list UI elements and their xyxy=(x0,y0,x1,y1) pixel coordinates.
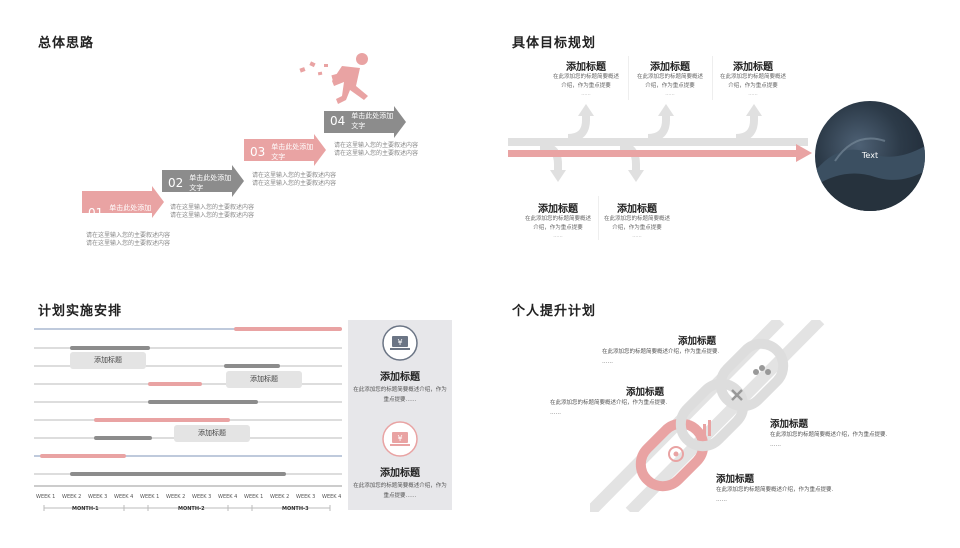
card-title: 添加标题 xyxy=(380,468,420,479)
step-desc: 请在这里输入您的主要叙述内容请在这里输入您的主要叙述内容 xyxy=(252,172,337,187)
step-desc: 请在这里输入您的主要叙述内容请在这里输入您的主要叙述内容 xyxy=(86,232,171,247)
yen-laptop-icon: ¥ xyxy=(382,421,418,457)
step-1[interactable]: 01 单击此处添加文字 xyxy=(82,202,158,224)
card-title: 添加标题 xyxy=(380,372,420,383)
month-label: MONTH-3 xyxy=(282,506,309,512)
week-label: WEEK 4 xyxy=(114,494,134,500)
card-text: 重点提要…… xyxy=(383,397,417,403)
svg-text:¥: ¥ xyxy=(397,338,402,347)
step-number: 02 xyxy=(168,176,184,190)
card-1: ¥ 添加标题 在此添加您的标题简要概述介绍，作为 重点提要…… xyxy=(348,324,452,405)
step-3[interactable]: 03 单击此处添加文字 xyxy=(244,141,320,163)
week-label: WEEK 2 xyxy=(166,494,186,500)
month-label: MONTH-1 xyxy=(72,506,99,512)
step-label: 单击此处添加文字 xyxy=(351,112,394,130)
gantt-chart xyxy=(34,327,342,511)
step-number: 03 xyxy=(250,145,266,159)
week-label: WEEK 1 xyxy=(140,494,160,500)
gantt-tag[interactable]: 添加标题 xyxy=(174,425,250,442)
goal-arrows xyxy=(508,104,812,182)
card-2: ¥ 添加标题 在此添加您的标题简要概述介绍，作为 重点提要…… xyxy=(348,420,452,501)
improvement-item-4: 添加标题 在此添加您的标题简要概述介绍，作为重点提要. …… xyxy=(716,474,834,503)
chain-links xyxy=(590,320,825,512)
goal-item-top-3: 添加标题 在此添加您的标题简要概述 介绍，作为重点提要 ...... xyxy=(719,62,786,97)
week-label: WEEK 2 xyxy=(62,494,82,500)
schedule-card-panel: ¥ 添加标题 在此添加您的标题简要概述介绍，作为 重点提要…… ¥ 添加标题 在… xyxy=(348,320,452,510)
wave-icon xyxy=(815,137,925,211)
running-businessman-icon xyxy=(299,53,368,104)
stair-arrows xyxy=(82,106,406,218)
step-number: 04 xyxy=(330,114,346,128)
step-desc: 请在这里输入您的主要叙述内容请在这里输入您的主要叙述内容 xyxy=(170,204,255,219)
yen-laptop-icon: ¥ xyxy=(382,325,418,361)
improvement-item-1: 添加标题 在此添加您的标题简要概述介绍，作为重点提要. …… xyxy=(602,336,720,365)
improvement-item-2: 添加标题 在此添加您的标题简要概述介绍，作为重点提要. …… xyxy=(550,387,668,416)
section-title-schedule: 计划实施安排 xyxy=(38,304,123,319)
step-4[interactable]: 04 单击此处添加文字 xyxy=(324,110,400,132)
svg-text:¥: ¥ xyxy=(397,434,402,443)
week-label: WEEK 4 xyxy=(322,494,342,500)
week-label: WEEK 3 xyxy=(88,494,108,500)
card-text: 在此添加您的标题简要概述介绍，作为 xyxy=(353,483,447,489)
improvement-item-3: 添加标题 在此添加您的标题简要概述介绍，作为重点提要. …… xyxy=(770,419,888,448)
card-text: 重点提要…… xyxy=(383,493,417,499)
step-label: 单击此处添加文字 xyxy=(189,174,232,192)
week-label: WEEK 2 xyxy=(270,494,290,500)
step-number: 01 xyxy=(88,206,104,220)
step-desc: 请在这里输入您的主要叙述内容请在这里输入您的主要叙述内容 xyxy=(334,142,419,157)
week-label: WEEK 1 xyxy=(244,494,264,500)
goal-item-top-1: 添加标题 在此添加您的标题简要概述 介绍，作为重点提要 ...... xyxy=(552,62,619,97)
card-text: 在此添加您的标题简要概述介绍，作为 xyxy=(353,387,447,393)
section-title-goals: 具体目标规划 xyxy=(512,36,597,51)
week-label: WEEK 3 xyxy=(296,494,316,500)
step-label: 单击此处添加文字 xyxy=(109,204,152,222)
week-label: WEEK 4 xyxy=(218,494,238,500)
goal-item-bottom-1: 添加标题 在此添加您的标题简要概述 介绍，作为重点提要 ...... xyxy=(524,204,591,239)
gantt-tag[interactable]: 添加标题 xyxy=(70,352,146,369)
gantt-tag[interactable]: 添加标题 xyxy=(226,371,302,388)
week-label: WEEK 1 xyxy=(36,494,56,500)
month-label: MONTH-2 xyxy=(178,506,205,512)
step-2[interactable]: 02 单击此处添加文字 xyxy=(162,172,238,194)
week-label: WEEK 3 xyxy=(192,494,212,500)
step-label: 单击此处添加文字 xyxy=(271,143,314,161)
goal-item-bottom-2: 添加标题 在此添加您的标题简要概述 介绍，作为重点提要 ...... xyxy=(603,204,670,239)
goal-item-top-2: 添加标题 在此添加您的标题简要概述 介绍，作为重点提要 ...... xyxy=(636,62,703,97)
circle-text: Text xyxy=(861,151,879,160)
section-title-overall: 总体思路 xyxy=(38,36,95,51)
section-title-improvement: 个人提升计划 xyxy=(512,304,597,319)
wave-photo-circle: Text xyxy=(815,101,925,211)
